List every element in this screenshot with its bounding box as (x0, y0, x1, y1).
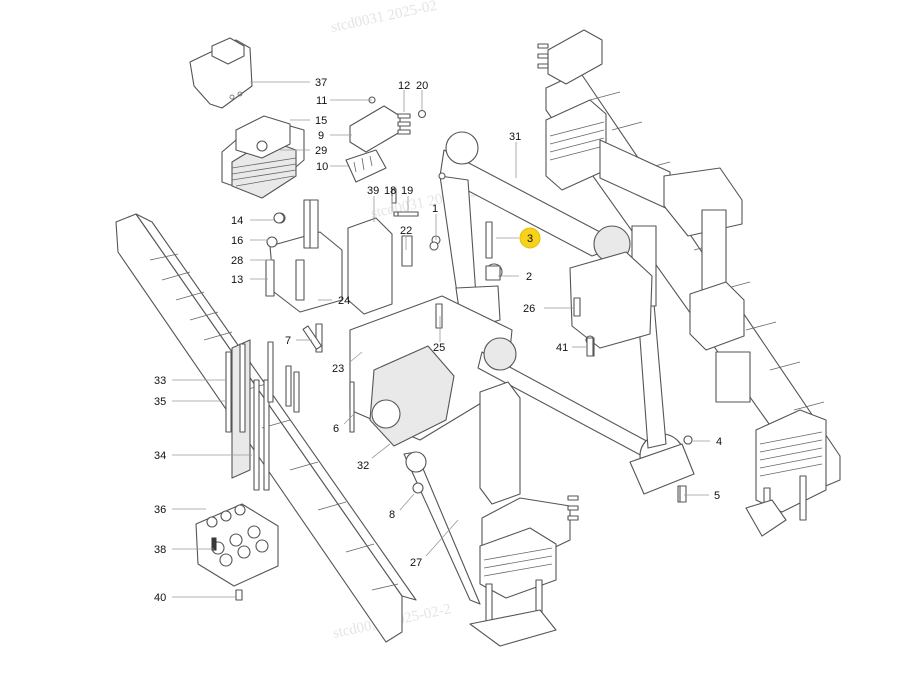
callout-9[interactable]: 9 (318, 130, 324, 142)
callout-8[interactable]: 8 (389, 509, 395, 521)
plate-10 (345, 149, 387, 183)
callout-18[interactable]: 18 (384, 185, 396, 197)
callout-26[interactable]: 26 (523, 303, 535, 315)
callout-37[interactable]: 37 (315, 77, 327, 89)
air-spring-lower-right (745, 409, 827, 537)
watermark-top: stcd0031 2025-02 (330, 0, 439, 36)
bracket-9 (349, 96, 427, 153)
callout-35[interactable]: 35 (154, 396, 166, 408)
callout-31[interactable]: 31 (509, 131, 521, 143)
callout-39[interactable]: 39 (367, 185, 379, 197)
callout-34[interactable]: 34 (154, 450, 166, 462)
air-spring-left (221, 115, 305, 199)
callout-10[interactable]: 10 (316, 161, 328, 173)
callout-13[interactable]: 13 (231, 274, 243, 286)
callout-40[interactable]: 40 (154, 592, 166, 604)
bracket-37 (189, 37, 253, 109)
callout-5[interactable]: 5 (714, 490, 720, 502)
callout-33[interactable]: 33 (154, 375, 166, 387)
callout-labels: 37 11 15 9 29 10 12 20 31 39 18 19 1 14 … (154, 77, 722, 604)
callout-23[interactable]: 23 (332, 363, 344, 375)
bolt-plate-36 (195, 503, 279, 601)
callout-38[interactable]: 38 (154, 544, 166, 556)
callout-7[interactable]: 7 (285, 335, 291, 347)
callout-25[interactable]: 25 (433, 342, 445, 354)
callout-12[interactable]: 12 (398, 80, 410, 92)
callout-41[interactable]: 41 (556, 342, 568, 354)
top-right-bracket (537, 29, 603, 85)
callout-14[interactable]: 14 (231, 215, 243, 227)
callout-3-highlighted[interactable]: 3 (519, 227, 541, 249)
callout-19[interactable]: 19 (401, 185, 413, 197)
callout-36[interactable]: 36 (154, 504, 166, 516)
air-spring-upper-right (545, 99, 607, 191)
leader-lines (172, 81, 710, 598)
callout-28[interactable]: 28 (231, 255, 243, 267)
right-end-bracket (689, 281, 751, 403)
callout-29[interactable]: 29 (315, 145, 327, 157)
small-parts (273, 188, 693, 503)
callout-3[interactable]: 3 (527, 233, 533, 245)
callout-24[interactable]: 24 (338, 295, 350, 307)
callout-4[interactable]: 4 (716, 436, 722, 448)
callout-6[interactable]: 6 (333, 423, 339, 435)
callout-27[interactable]: 27 (410, 557, 422, 569)
callout-11[interactable]: 11 (316, 95, 327, 107)
highlight-circle (519, 227, 541, 249)
callout-32[interactable]: 32 (357, 460, 369, 472)
air-spring-bottom-center (469, 495, 579, 647)
callout-15[interactable]: 15 (315, 115, 327, 127)
left-rods (225, 341, 300, 491)
callout-22[interactable]: 22 (400, 225, 412, 237)
callout-16[interactable]: 16 (231, 235, 243, 247)
callout-1[interactable]: 1 (432, 203, 438, 215)
callout-2[interactable]: 2 (526, 271, 532, 283)
callout-20[interactable]: 20 (416, 80, 428, 92)
